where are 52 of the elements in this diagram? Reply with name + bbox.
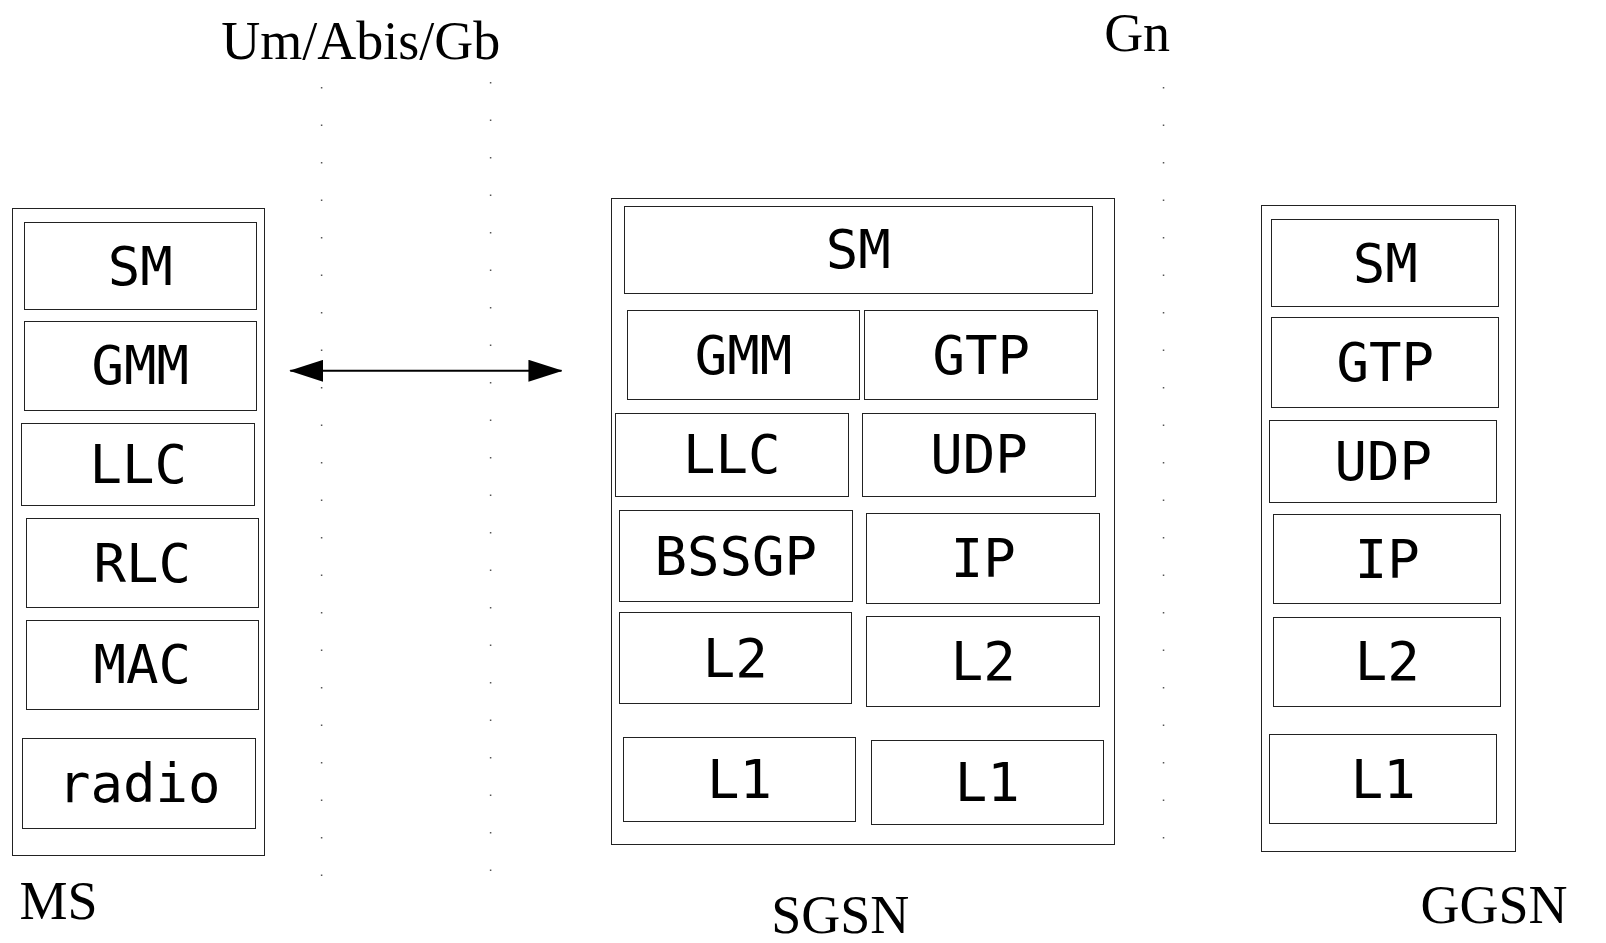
layer-label: L1 xyxy=(706,748,772,812)
protocol-layer-box xyxy=(870,740,1105,826)
layer-label: radio xyxy=(57,752,221,815)
layer-label: L1 xyxy=(954,751,1020,815)
protocol-layer-box xyxy=(864,310,1098,401)
protocol-layer-box xyxy=(622,737,857,823)
node-label: SGSN xyxy=(771,883,910,943)
layer-label: GMM xyxy=(694,323,793,387)
double-arrow xyxy=(289,359,563,382)
layer-label: BSSGP xyxy=(654,524,818,588)
protocol-layer-box xyxy=(23,320,258,411)
layer-label: SM xyxy=(1352,231,1418,295)
protocol-layer-box xyxy=(618,612,853,704)
protocol-layer-box xyxy=(618,510,854,603)
layer-label: GMM xyxy=(91,334,190,398)
layer-label: SM xyxy=(107,234,173,298)
protocol-layer-box xyxy=(866,615,1100,707)
layer-label: L1 xyxy=(1350,747,1416,811)
protocol-layer-box xyxy=(1271,219,1500,308)
layer-label: LLC xyxy=(89,432,187,496)
interface-label: Um/Abis/Gb xyxy=(221,10,501,73)
layer-label: UDP xyxy=(930,423,1028,487)
protocol-layer-box xyxy=(21,422,255,506)
protocol-layer-box xyxy=(614,412,850,497)
layer-label: MAC xyxy=(93,633,192,697)
layer-label: IP xyxy=(1354,527,1420,591)
protocol-layer-box xyxy=(623,205,1093,294)
protocol-layer-box xyxy=(1273,616,1502,707)
protocol-layer-box xyxy=(1271,317,1500,408)
protocol-layer-box xyxy=(626,310,861,401)
protocol-layer-box xyxy=(1269,734,1498,825)
layer-label: GTP xyxy=(1336,331,1434,395)
protocol-layer-box xyxy=(25,619,260,710)
layer-label: L2 xyxy=(702,626,768,690)
layer-label: IP xyxy=(950,527,1016,591)
protocol-layer-box xyxy=(22,738,256,829)
layer-label: SM xyxy=(825,218,891,282)
node-label: GGSN xyxy=(1420,873,1568,936)
protocol-layer-box xyxy=(866,513,1100,605)
layer-label: L2 xyxy=(950,629,1016,693)
layer-label: UDP xyxy=(1334,429,1432,493)
layer-label: L2 xyxy=(1354,630,1420,694)
interface-label: Gn xyxy=(1104,2,1171,65)
protocol-layer-box xyxy=(23,222,258,311)
layer-label: GTP xyxy=(932,323,1030,387)
node-label: MS xyxy=(19,869,98,932)
protocol-layer-box xyxy=(1269,419,1498,503)
layer-label: LLC xyxy=(683,423,781,487)
protocol-layer-box xyxy=(1273,514,1502,605)
protocol-layer-box xyxy=(862,412,1096,497)
protocol-layer-box xyxy=(25,518,260,609)
layer-label: RLC xyxy=(93,531,192,595)
